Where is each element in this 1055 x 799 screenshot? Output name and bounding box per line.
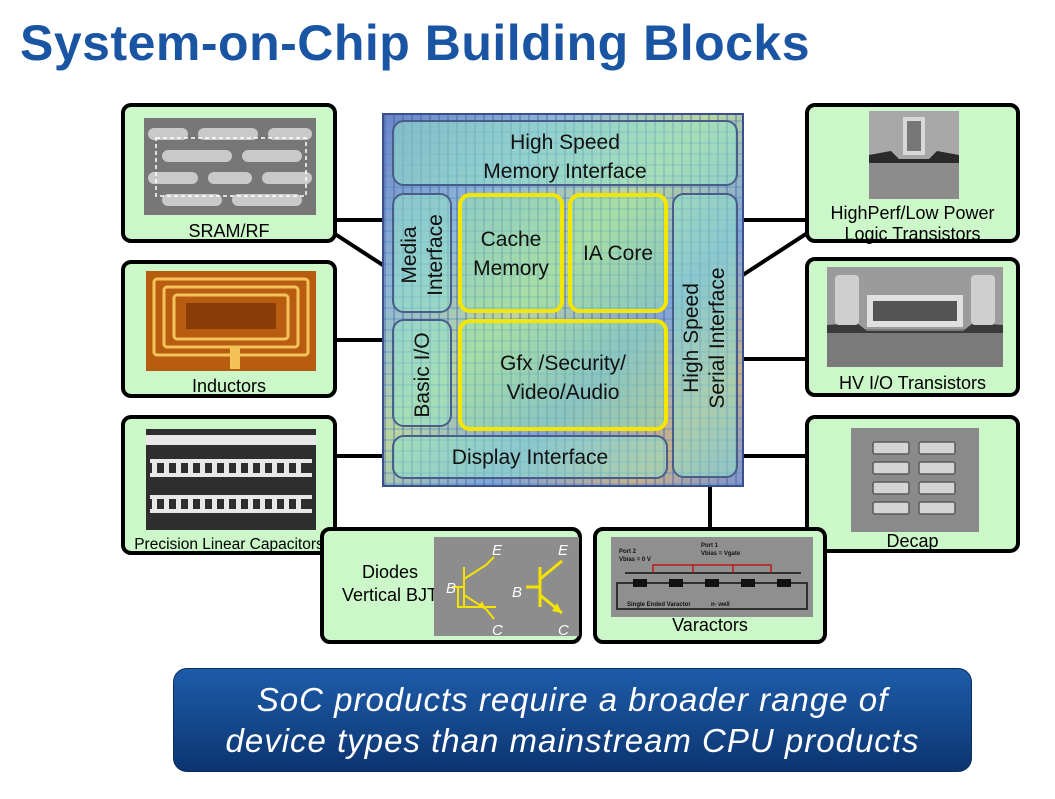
inductors-label: Inductors [191,376,267,396]
connector-capacitors [333,454,391,458]
logic-transistor-image [869,111,959,199]
sram-label: SRAM/RF [188,221,270,241]
hv-io-image [827,267,1003,367]
bjt-symbols: E B C E B C [434,537,579,636]
logic-transistor-pattern [869,111,959,199]
bjt2-e-label: E [558,542,569,559]
connector-decap [735,454,807,458]
diodes-box: Diodes Vertical BJT [320,527,582,644]
logic-transistors-label: HighPerf/Low Power Logic Transistors [830,203,995,244]
ia-core-label: IA Core [582,242,654,265]
varactor-port2: Port 2 [619,549,637,555]
sram-box: SRAM/RF [121,103,337,243]
display-interface-label: Display Interface [451,446,609,469]
varactor-image: Port 2 Vbias = 0 V Port 1 Vbias = Vgate … [611,537,813,617]
decap-box: Decap [805,415,1020,553]
sram-image [144,118,316,215]
varactor-diagram: Port 2 Vbias = 0 V Port 1 Vbias = Vgate … [611,537,813,617]
cache-memory-label: Cache Memory [473,228,549,280]
gfx-label: Gfx /Security/ Video/Audio [499,352,627,404]
varactors-box: Port 2 Vbias = 0 V Port 1 Vbias = Vgate … [593,527,827,644]
connector-inductors [333,338,391,342]
varactor-vbias2: Vbias = 0 V [619,557,651,563]
varactor-vbias1: Vbias = Vgate [701,551,741,557]
capacitor-image [146,429,316,530]
inductors-box: Inductors [121,260,337,398]
varactor-single: Single Ended Varactor [627,602,691,608]
bjt-symbols-image: E B C E B C [434,537,579,636]
varactor-nwell: n- well [711,602,730,608]
bjt1-b-label: B [446,580,456,597]
media-interface-label: Media Interface [398,214,447,296]
memory-interface-label: High Speed Memory Interface [483,131,647,183]
decap-label: Decap [886,531,939,551]
varactors-label: Varactors [672,615,748,635]
bjt2-b-label: B [512,584,522,601]
sram-pattern [144,118,316,215]
varactor-port1: Port 1 [701,543,719,549]
serial-interface-label: High Speed Serial Interface [680,267,729,409]
summary-banner-text: SoC products require a broader range of … [225,681,920,759]
connector-hvio [735,357,807,361]
inductor-image [146,271,316,371]
bjt2-c-label: C [558,622,569,636]
logic-transistors-box: HighPerf/Low Power Logic Transistors [805,103,1020,244]
capacitors-box: Precision Linear Capacitors [121,415,337,555]
hv-io-pattern [827,267,1003,367]
basic-io-block: Basic I/O [392,319,452,427]
capacitors-label: Precision Linear Capacitors [134,536,324,553]
capacitor-pattern [146,429,316,530]
serial-interface-block: High Speed Serial Interface [672,193,738,478]
summary-banner: SoC products require a broader range of … [173,668,972,772]
cache-memory-block: Cache Memory [458,193,564,313]
basic-io-label: Basic I/O [411,332,434,418]
hv-io-box: HV I/O Transistors [805,257,1020,397]
display-interface-block: Display Interface [392,435,668,479]
connector-varactors [708,480,712,528]
media-interface-block: Media Interface [392,193,452,313]
bjt1-e-label: E [492,542,503,559]
ia-core-block: IA Core [568,193,668,313]
memory-interface-block: High Speed Memory Interface [392,120,738,186]
gfx-block: Gfx /Security/ Video/Audio [458,319,668,431]
soc-die: High Speed Memory Interface Media Interf… [382,113,744,487]
page-title: System-on-Chip Building Blocks [20,15,811,71]
inductor-pattern [146,271,316,371]
decap-image [851,428,979,532]
diodes-label: Diodes Vertical BJT [341,562,439,605]
bjt1-c-label: C [492,622,503,636]
hv-io-label: HV I/O Transistors [838,373,987,393]
decap-pattern [851,428,979,532]
